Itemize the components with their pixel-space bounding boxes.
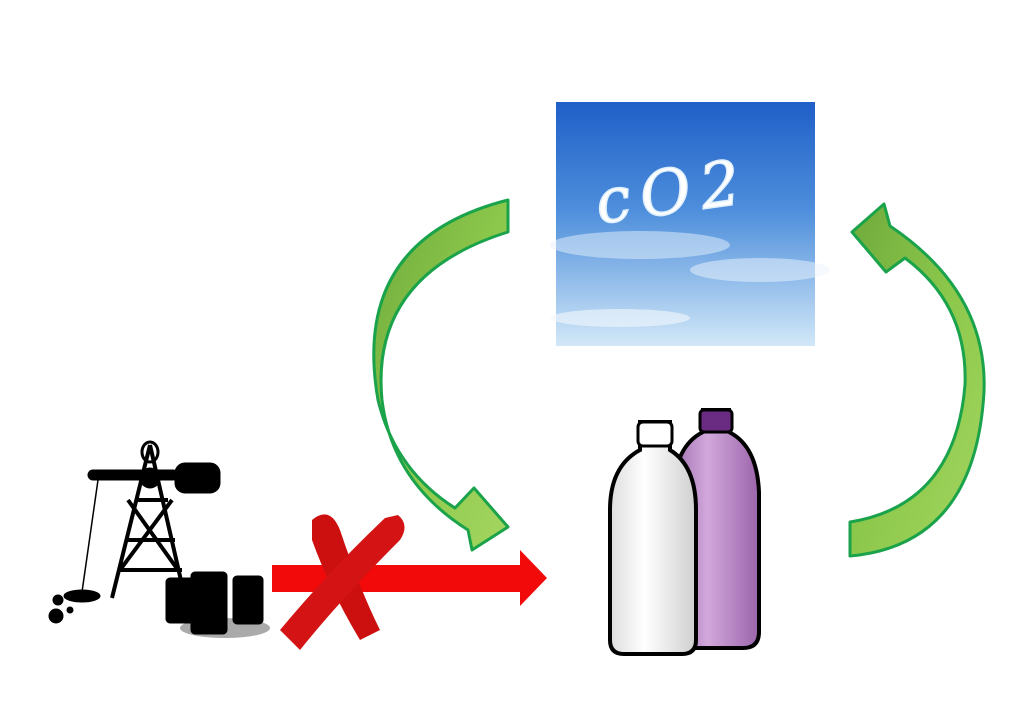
oil-pump-icon: [48, 440, 270, 638]
cycle-arrow-down: [372, 198, 510, 552]
blocked-arrow: [272, 550, 547, 606]
co2-sky-icon: cO2: [550, 102, 830, 346]
cycle-arrow-up: [848, 202, 986, 558]
cross-icon: [280, 514, 405, 650]
plastic-bottles-icon: [608, 408, 761, 656]
